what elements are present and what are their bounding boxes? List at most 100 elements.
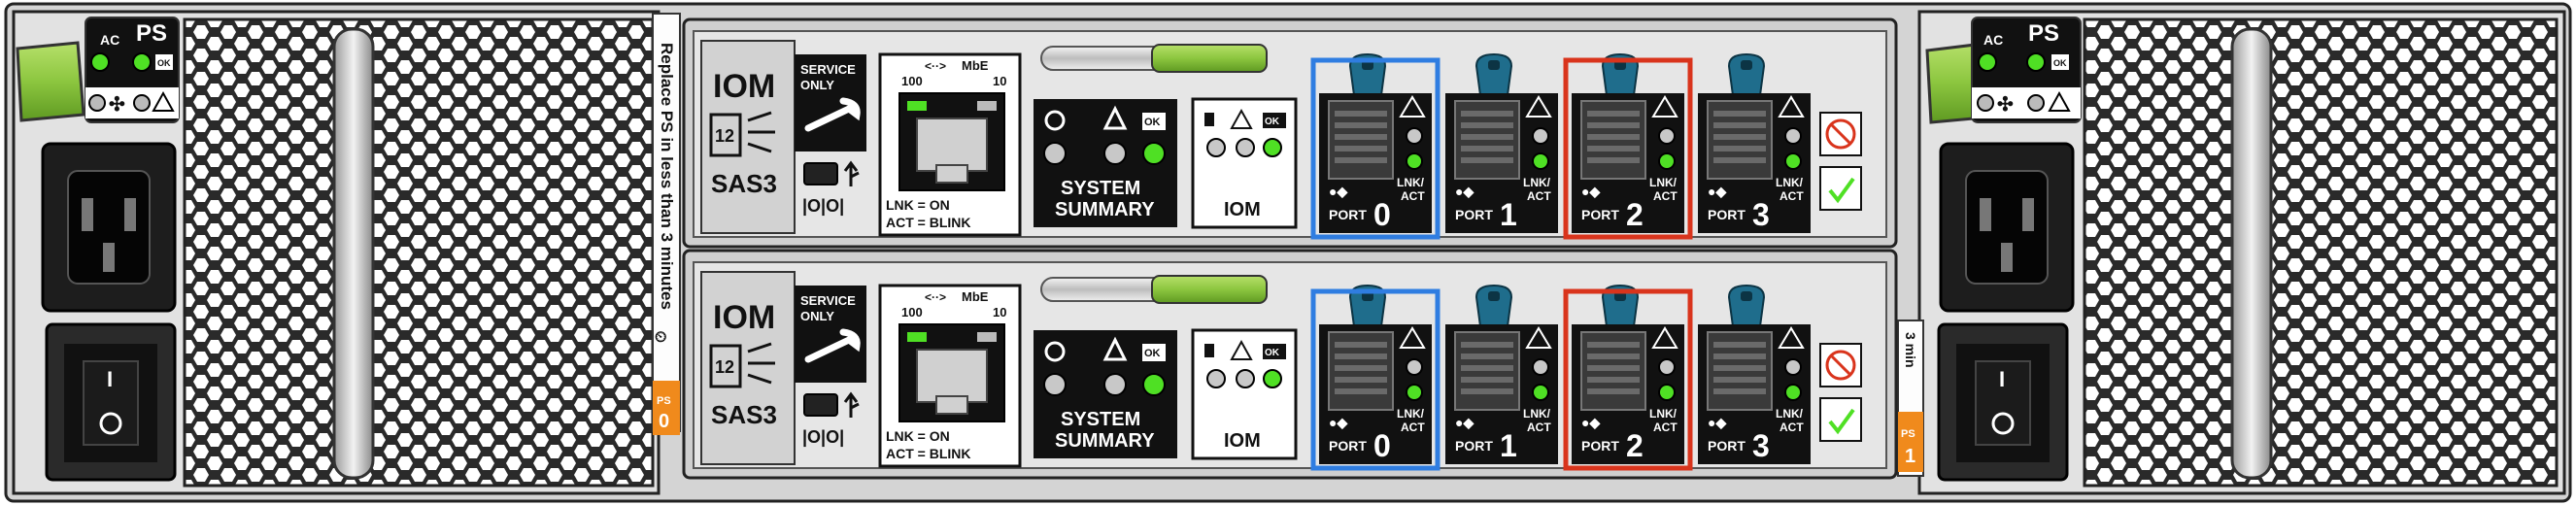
usb-icon <box>843 160 860 186</box>
speed-high-label: 10 <box>993 74 1006 88</box>
warning-icon <box>1651 326 1678 349</box>
port-word-label: PORT <box>1708 438 1746 454</box>
signal-icon <box>747 342 775 385</box>
port-fault-led <box>1406 127 1423 145</box>
iom-status-label: IOM <box>1224 430 1261 452</box>
port-pull-tab[interactable] <box>1474 52 1513 96</box>
lnk-note: LNK = ON <box>886 197 950 213</box>
port-link-led <box>1658 152 1676 170</box>
fan-icon: ✣ <box>109 94 125 116</box>
summary-ok-label: OK <box>1144 117 1161 128</box>
iom-release-latch[interactable] <box>1151 275 1268 304</box>
port-diamond-icon: ●◆ <box>1581 184 1601 199</box>
port-highlight-box <box>1563 288 1693 471</box>
locate-icon <box>1044 110 1066 131</box>
speed-arrow-icon: <··> <box>925 59 946 73</box>
usb-service-port[interactable] <box>803 393 838 417</box>
sas-number: 12 <box>715 357 734 377</box>
locate-led <box>1043 373 1067 396</box>
ps1-vent-grille <box>2083 17 2559 488</box>
port-fault-led <box>1532 127 1549 145</box>
port-diamond-icon: ●◆ <box>1708 415 1727 430</box>
port-pull-tab[interactable] <box>1474 284 1513 327</box>
ps1-ac-led <box>1978 52 1997 72</box>
warning-icon <box>1778 326 1805 349</box>
usb-icon <box>843 391 860 418</box>
service-label: SERVICE <box>800 62 856 77</box>
mbe-label: MbE <box>962 289 989 304</box>
port-word-label: PORT <box>1455 207 1493 222</box>
ps0-release-latch[interactable] <box>16 41 85 122</box>
ps0-tag-number: 0 <box>659 411 669 432</box>
speed-high-label: 10 <box>993 305 1006 320</box>
service-holes: |O|O| <box>802 427 844 447</box>
port-highlight-box <box>1310 57 1441 240</box>
unit-icon <box>1204 344 1214 357</box>
lnk-label: LNK/ <box>1776 176 1804 189</box>
fault-led <box>1103 373 1127 396</box>
lnk-label: LNK/ <box>1649 407 1678 421</box>
power-supply-1[interactable]: AC PS OK ✣ I 3 min PS 1 <box>1897 10 2566 495</box>
lnk-label: LNK/ <box>1523 176 1551 189</box>
act-label: ACT <box>1401 421 1425 434</box>
port-link-led <box>1406 384 1423 401</box>
iom-title: IOM <box>713 299 775 336</box>
power-supply-0[interactable]: AC PS OK ✣ I Replace PS in less than 3 m… <box>12 10 681 495</box>
eth-activity-led <box>977 332 997 342</box>
iom-status-label: IOM <box>1224 199 1261 220</box>
ps1-handle[interactable] <box>2230 27 2273 480</box>
act-note: ACT = BLINK <box>886 215 971 230</box>
warning-icon <box>1778 95 1805 118</box>
system-summary-label-2: SUMMARY <box>1055 199 1155 220</box>
ps0-ok-label: OK <box>157 58 171 68</box>
warning-icon <box>1525 95 1552 118</box>
ps1-ps-label: PS <box>2028 20 2059 47</box>
port-word-label: PORT <box>1708 207 1746 222</box>
port-word-label: PORT <box>1581 207 1619 222</box>
iom-ok-label: OK <box>1265 117 1280 127</box>
port-fault-led <box>1658 127 1676 145</box>
lnk-label: LNK/ <box>1649 176 1678 189</box>
ps0-handle[interactable] <box>332 27 375 480</box>
port-pull-tab[interactable] <box>1727 52 1766 96</box>
port-word-label: PORT <box>1455 438 1493 454</box>
ps0-ok-led <box>132 52 152 72</box>
warning-icon <box>152 90 175 112</box>
service-label: SERVICE <box>800 293 856 308</box>
ps0-fault-led <box>133 94 151 112</box>
summary-ok-label: OK <box>1144 348 1161 359</box>
iom-locate-led <box>1206 369 1226 388</box>
lnk-label: LNK/ <box>1523 407 1551 421</box>
lnk-note: LNK = ON <box>886 428 950 444</box>
act-label: ACT <box>1653 421 1678 434</box>
port-number: 0 <box>1373 197 1391 232</box>
port-number: 1 <box>1500 428 1517 463</box>
ps1-tag-label: PS <box>1901 428 1915 440</box>
iom-release-latch[interactable] <box>1151 44 1268 73</box>
ps1-ac-label: AC <box>1983 32 2003 48</box>
iom-title: IOM <box>713 68 775 105</box>
warning-icon <box>2048 90 2071 112</box>
iom-ok-label: OK <box>1265 348 1280 358</box>
warning-icon <box>1399 326 1426 349</box>
port-diamond-icon: ●◆ <box>1329 184 1348 199</box>
cable-check-icon <box>1819 166 1862 211</box>
port-pull-tab[interactable] <box>1727 284 1766 327</box>
port-link-led <box>1784 384 1802 401</box>
act-note: ACT = BLINK <box>886 446 971 461</box>
warning-icon <box>1230 339 1253 360</box>
usb-service-port[interactable] <box>803 162 838 185</box>
ok-icon <box>1142 344 1166 361</box>
ps0-vent-grille <box>183 17 655 488</box>
